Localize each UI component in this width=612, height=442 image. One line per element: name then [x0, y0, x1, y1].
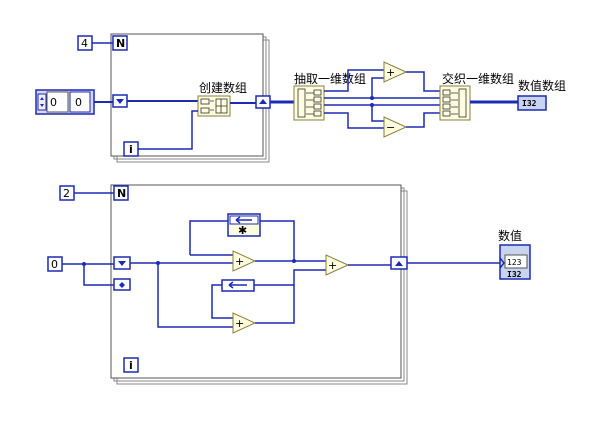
wire	[406, 71, 440, 92]
output-array-type: I32	[522, 99, 537, 108]
wire	[83, 264, 114, 286]
interleave-label: 交织一维数组	[442, 71, 514, 86]
wire	[260, 220, 295, 260]
array-element-value: 0	[75, 96, 82, 109]
array-control[interactable]: 0 0	[35, 89, 95, 115]
wire	[371, 105, 384, 122]
numeric-output-label: 数值	[498, 228, 522, 243]
numeric-output-indicator[interactable]: 123 I32	[499, 244, 531, 280]
multiply-symbol: ✱	[238, 224, 247, 237]
shift-register-right[interactable]	[390, 256, 408, 270]
index-array-label: 抽取一维数组	[294, 71, 366, 86]
bottom-count-value: 2	[63, 187, 70, 200]
build-array-label: 创建数组	[199, 80, 247, 95]
left-arrow-icon	[235, 216, 252, 224]
array-index-stepper-icon[interactable]	[40, 97, 44, 107]
top-count-value: 4	[81, 37, 88, 50]
bottom-count-constant[interactable]: 2	[59, 185, 75, 201]
build-array-node[interactable]	[197, 95, 231, 117]
add-symbol: +	[386, 66, 395, 79]
top-iteration-label: i	[129, 143, 133, 156]
add-node[interactable]: +	[383, 61, 408, 83]
top-loop-frame	[110, 33, 264, 157]
init-constant[interactable]: 0	[47, 256, 63, 272]
shift-register-left-previous[interactable]	[113, 278, 131, 291]
wire	[157, 263, 233, 328]
down-arrow-icon	[118, 261, 126, 266]
wire	[189, 220, 228, 255]
down-arrow-icon	[116, 99, 124, 104]
add-symbol-top: +	[235, 255, 244, 268]
subtract-node[interactable]: −	[383, 116, 408, 138]
wire-junction	[370, 103, 374, 107]
top-for-loop[interactable]	[110, 33, 270, 163]
bottom-add-node-final[interactable]: +	[325, 254, 350, 276]
wire-junction	[292, 259, 296, 263]
array-index-value: 0	[50, 96, 57, 109]
wire	[324, 112, 384, 129]
interleave-node[interactable]	[439, 85, 471, 121]
bottom-add-node-top[interactable]: +	[232, 250, 257, 272]
add-symbol-final: +	[328, 259, 337, 272]
top-count-constant[interactable]: 4	[77, 35, 93, 51]
top-iteration-terminal[interactable]: i	[123, 141, 139, 157]
wire	[255, 269, 326, 324]
numeric-output-value: 123	[507, 258, 522, 267]
bottom-count-terminal-label: N	[117, 187, 126, 200]
feedback-node-top[interactable]: ✱	[227, 213, 261, 237]
wire	[371, 77, 384, 98]
bottom-iteration-terminal[interactable]: i	[123, 357, 139, 373]
feedback-node-bottom[interactable]	[221, 279, 255, 292]
diamond-icon	[119, 282, 125, 288]
wire	[138, 110, 198, 150]
top-output-tunnel[interactable]	[255, 95, 271, 109]
input-arrow-icon	[499, 257, 505, 269]
output-array-indicator[interactable]: I32	[517, 95, 547, 111]
wire	[406, 112, 440, 128]
up-arrow-icon	[259, 99, 267, 104]
wire	[324, 69, 384, 92]
index-array-node[interactable]	[293, 85, 325, 121]
top-count-terminal[interactable]: N	[112, 35, 128, 51]
bottom-add-node-bottom[interactable]: +	[232, 312, 257, 334]
add-symbol-bottom: +	[235, 317, 244, 330]
wire-junction	[156, 261, 160, 265]
up-arrow-icon	[395, 261, 403, 266]
shift-register-left[interactable]	[113, 256, 131, 270]
bottom-iteration-label: i	[129, 359, 133, 372]
init-constant-value: 0	[51, 258, 58, 271]
left-arrow-icon	[228, 281, 247, 289]
top-input-tunnel[interactable]	[112, 94, 128, 108]
wire	[211, 284, 233, 319]
subtract-symbol: −	[386, 121, 395, 134]
bottom-count-terminal[interactable]: N	[113, 185, 129, 201]
output-array-label: 数值数组	[518, 78, 566, 93]
numeric-output-type: I32	[507, 270, 522, 279]
wire-junction	[82, 262, 86, 266]
top-count-terminal-label: N	[116, 37, 125, 50]
wire-junction	[370, 96, 374, 100]
